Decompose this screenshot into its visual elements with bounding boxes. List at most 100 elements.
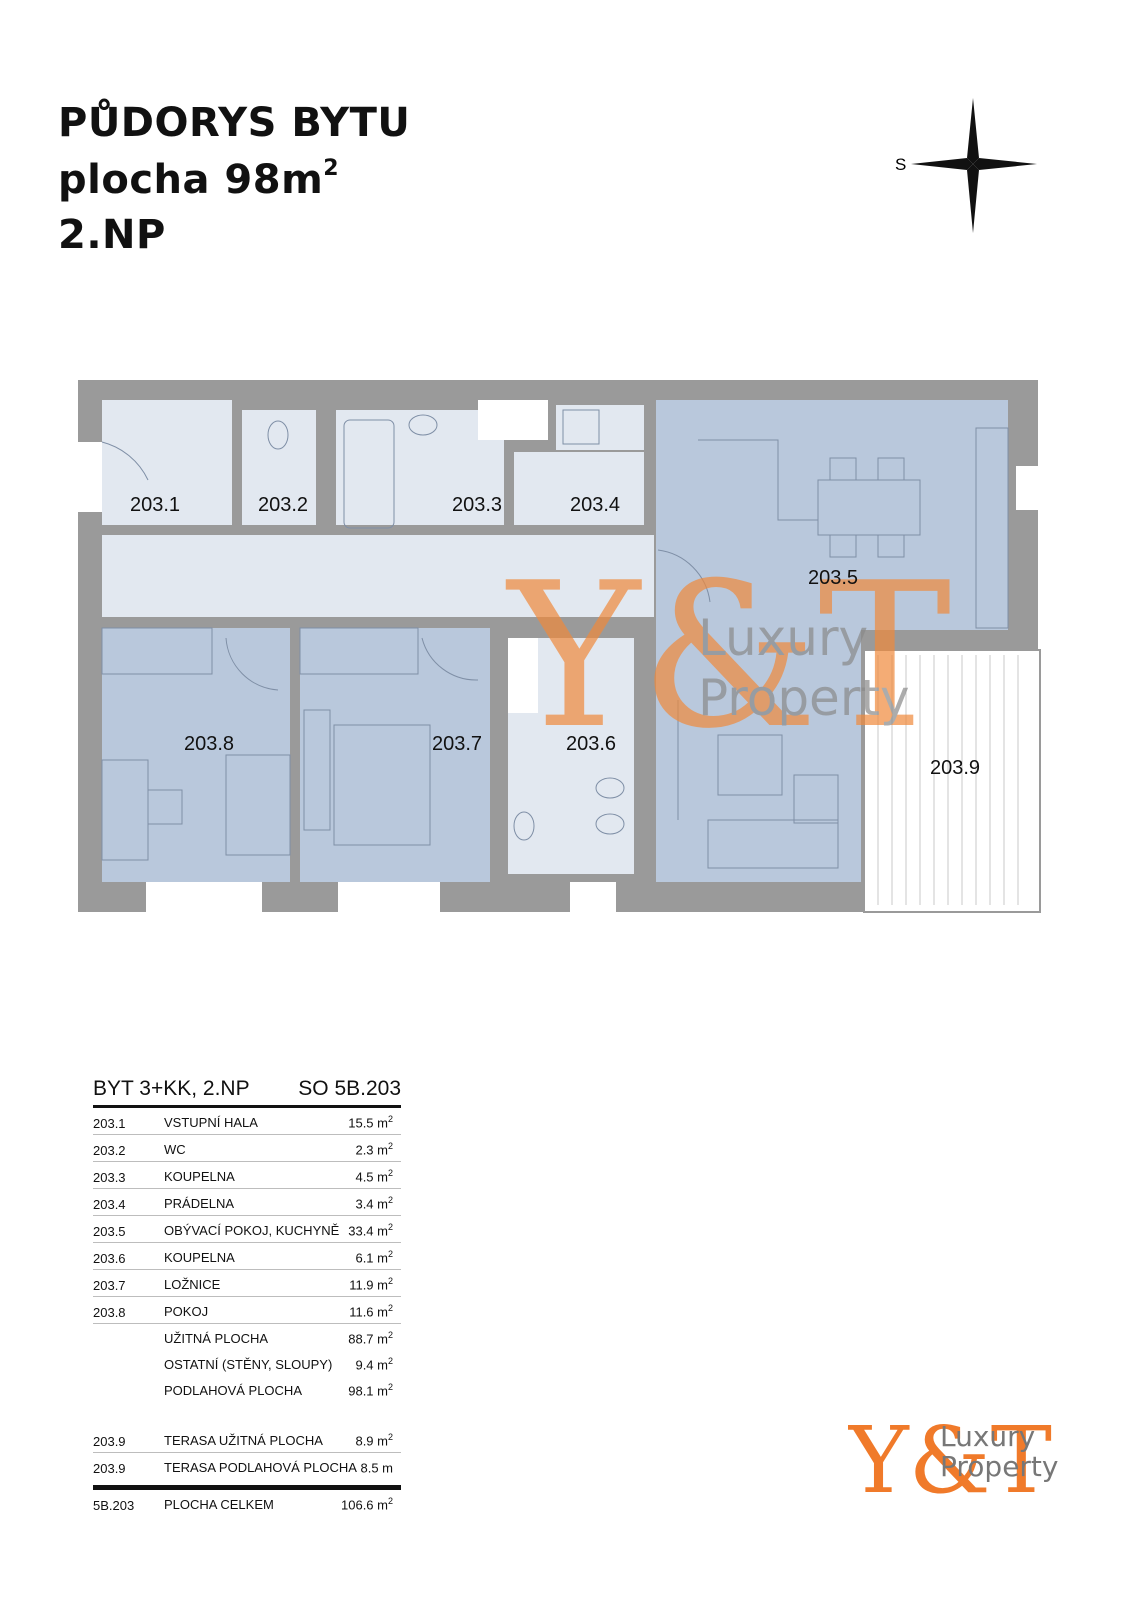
watermark-line2: Property <box>698 669 910 727</box>
logo-line2: Property <box>940 1450 1058 1483</box>
row-area-value: 3.4 m <box>355 1196 388 1212</box>
table-row: 203.5 OBÝVACÍ POKOJ, KUCHYNĚ 33.4 m2 <box>93 1216 401 1243</box>
total-code: 5B.203 <box>93 1498 135 1513</box>
row-area-sup: 2 <box>387 1195 393 1205</box>
summary-area-sup: 2 <box>387 1382 393 1392</box>
table-row: 203.4 PRÁDELNA 3.4 m2 <box>93 1189 401 1216</box>
row-area-sup: 2 <box>387 1168 393 1178</box>
page-title: PŮDORYS BYTU <box>58 100 411 146</box>
row-name: VSTUPNÍ HALA <box>164 1115 258 1130</box>
watermark-line1: Luxury <box>698 609 868 667</box>
row-area-value: 11.9 m <box>349 1277 388 1293</box>
row-area: 15.5 m2 <box>348 1114 393 1130</box>
summary-area-sup: 2 <box>387 1330 393 1340</box>
summary-area: 9.4 m2 <box>355 1356 393 1372</box>
row-name: WC <box>164 1142 186 1157</box>
logo-line1: Luxury <box>940 1420 1035 1453</box>
row-area-value: 2.3 m <box>355 1142 388 1158</box>
brand-logo: Y&T Luxury Property <box>848 1407 1058 1510</box>
summary-row: PODLAHOVÁ PLOCHA 98.1 m2 <box>93 1376 401 1402</box>
row-area: 11.6 m2 <box>349 1303 393 1319</box>
row-area: 6.1 m2 <box>355 1249 393 1265</box>
row-area-value: 4.5 m <box>355 1169 388 1185</box>
row-area-sup: 2 <box>387 1114 393 1124</box>
row-code: 203.3 <box>93 1170 126 1185</box>
table-spacer <box>93 1402 401 1426</box>
summary-name: PODLAHOVÁ PLOCHA <box>164 1383 302 1398</box>
row-name: PRÁDELNA <box>164 1196 235 1211</box>
terrace-name: TERASA UŽITNÁ PLOCHA <box>164 1433 323 1448</box>
row-code: 203.2 <box>93 1143 126 1158</box>
row-area-value: 11.6 m <box>349 1304 388 1320</box>
row-code: 203.8 <box>93 1305 126 1320</box>
watermark-mark: Y&T <box>505 540 951 773</box>
row-area: 11.9 m2 <box>349 1276 393 1292</box>
room-label-203-9: 203.9 <box>930 757 980 779</box>
area-label: plocha 98m <box>58 157 324 203</box>
room-label-203-3: 203.3 <box>452 494 502 516</box>
row-name: KOUPELNA <box>164 1169 235 1184</box>
row-area-sup: 2 <box>387 1303 393 1313</box>
table-heading-code: SO 5B.203 <box>298 1077 401 1100</box>
room-label-203-2: 203.2 <box>258 494 308 516</box>
table-row: 203.3 KOUPELNA 4.5 m2 <box>93 1162 401 1189</box>
terrace-area-sup: 2 <box>387 1432 393 1442</box>
terrace-name: TERASA PODLAHOVÁ PLOCHA <box>164 1460 357 1475</box>
row-area: 3.4 m2 <box>355 1195 393 1211</box>
table-heading: BYT 3+KK, 2.NP SO 5B.203 <box>93 1077 401 1108</box>
row-area-value: 33.4 m <box>348 1223 388 1239</box>
row-code: 203.4 <box>93 1197 126 1212</box>
room-label-203-5: 203.5 <box>808 567 858 589</box>
row-area: 4.5 m2 <box>355 1168 393 1184</box>
compass-rose-icon: S <box>895 98 1037 233</box>
terrace-area-value: 8.9 m <box>355 1433 388 1449</box>
terrace-area-value: 8.5 m <box>360 1460 393 1476</box>
room-label-203-1: 203.1 <box>130 494 180 516</box>
terrace-code: 203.9 <box>93 1434 126 1449</box>
row-area-sup: 2 <box>387 1222 393 1232</box>
row-area-sup: 2 <box>387 1249 393 1259</box>
table-heading-apartment: BYT 3+KK, 2.NP <box>93 1077 250 1100</box>
terrace-row: 203.9 TERASA UŽITNÁ PLOCHA 8.9 m2 <box>93 1426 401 1453</box>
row-area-sup: 2 <box>387 1276 393 1286</box>
row-area-value: 6.1 m <box>355 1250 388 1266</box>
logo-mark: Y&T <box>848 1407 1052 1510</box>
total-area-value: 106.6 m <box>341 1497 388 1513</box>
table-row: 203.1 VSTUPNÍ HALA 15.5 m2 <box>93 1108 401 1135</box>
terrace-area: 8.9 m2 <box>355 1432 393 1448</box>
apartment-area: plocha 98m2 <box>58 157 339 203</box>
summary-area: 88.7 m2 <box>348 1330 393 1346</box>
summary-area: 98.1 m2 <box>348 1382 393 1398</box>
summary-area-value: 98.1 m <box>348 1383 388 1399</box>
row-area: 33.4 m2 <box>348 1222 393 1238</box>
table-row: 203.2 WC 2.3 m2 <box>93 1135 401 1162</box>
terrace-code: 203.9 <box>93 1461 126 1476</box>
total-area: 106.6 m2 <box>341 1496 393 1512</box>
summary-name: OSTATNÍ (STĚNY, SLOUPY) <box>164 1357 333 1372</box>
row-code: 203.1 <box>93 1116 126 1131</box>
summary-row: OSTATNÍ (STĚNY, SLOUPY) 9.4 m2 <box>93 1350 401 1376</box>
table-row: 203.8 POKOJ 11.6 m2 <box>93 1297 401 1324</box>
room-label-203-8: 203.8 <box>184 733 234 755</box>
floor-label: 2.NP <box>58 212 166 258</box>
terrace-area: 8.5 m <box>360 1459 393 1475</box>
row-area-sup: 2 <box>387 1141 393 1151</box>
floor-plan: Y&T Luxury Property 203.1 203.2 203.3 20… <box>78 380 1041 913</box>
summary-area-sup: 2 <box>387 1356 393 1366</box>
row-code: 203.7 <box>93 1278 126 1293</box>
summary-row: UŽITNÁ PLOCHA 88.7 m2 <box>93 1324 401 1350</box>
row-area: 2.3 m2 <box>355 1141 393 1157</box>
room-label-203-4: 203.4 <box>570 494 620 516</box>
row-name: KOUPELNA <box>164 1250 235 1265</box>
summary-name: UŽITNÁ PLOCHA <box>164 1331 269 1346</box>
compass-south-label: S <box>895 155 906 174</box>
row-name: OBÝVACÍ POKOJ, KUCHYNĚ <box>164 1223 340 1238</box>
row-name: POKOJ <box>164 1304 209 1319</box>
total-area-sup: 2 <box>387 1496 393 1506</box>
summary-area-value: 9.4 m <box>355 1357 388 1373</box>
row-code: 203.5 <box>93 1224 126 1239</box>
